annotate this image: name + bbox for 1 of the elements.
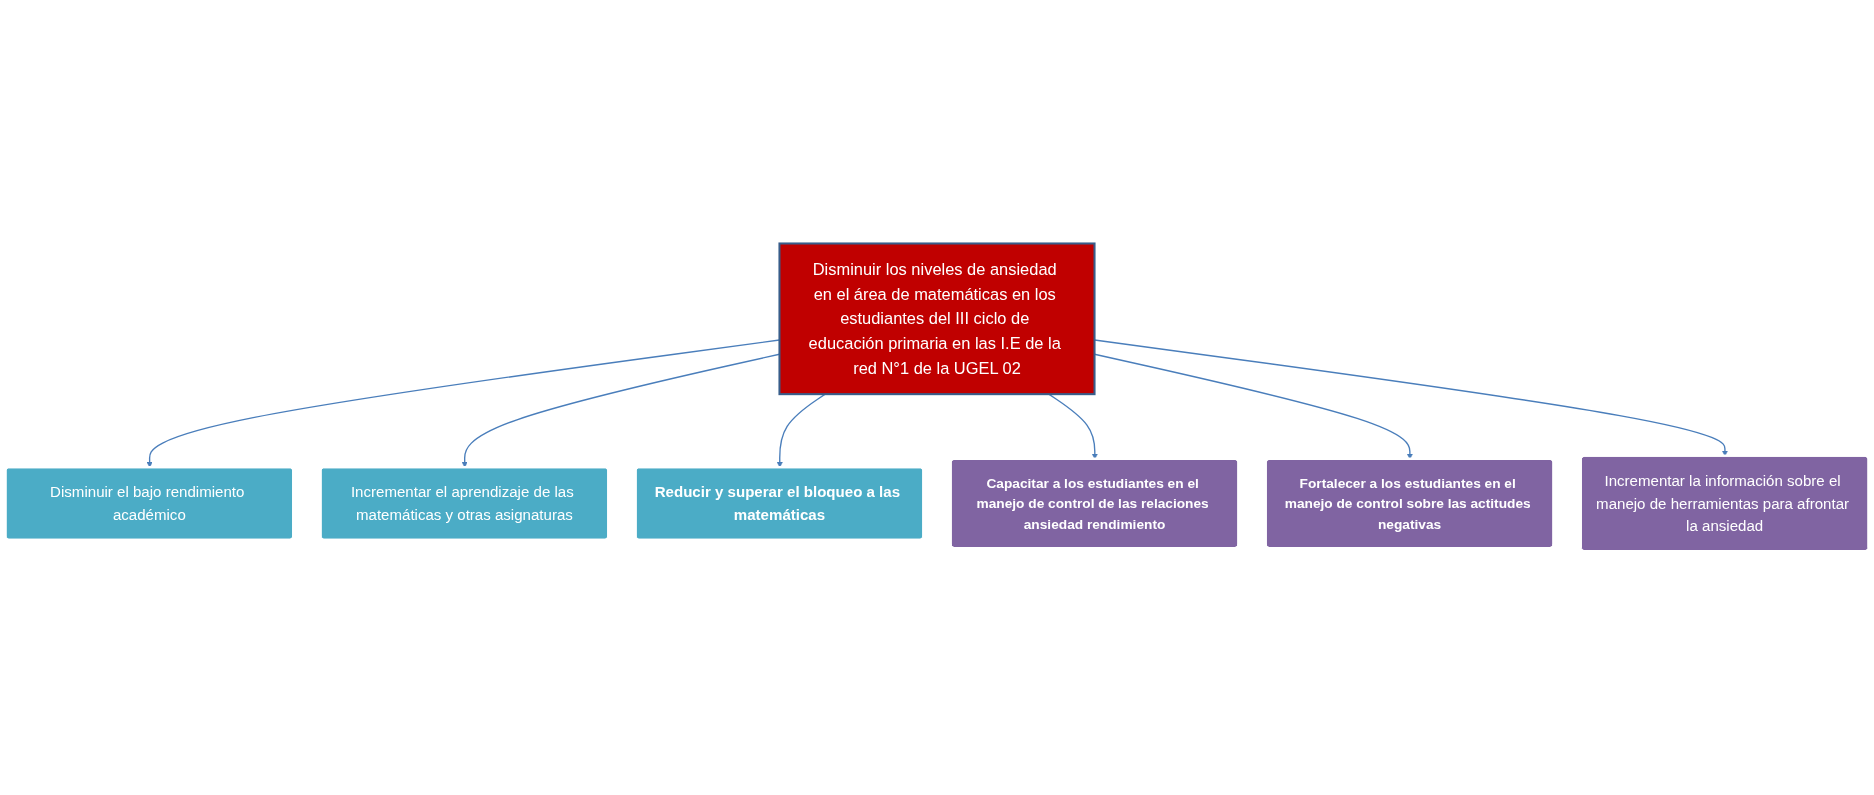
node-box: Disminuir los niveles de ansiedad en el área de matemáticas en los estudiantes del III ciclo de educación primaria en las I.E de la red N°1 de la UGEL 02 xyxy=(778,242,1096,396)
